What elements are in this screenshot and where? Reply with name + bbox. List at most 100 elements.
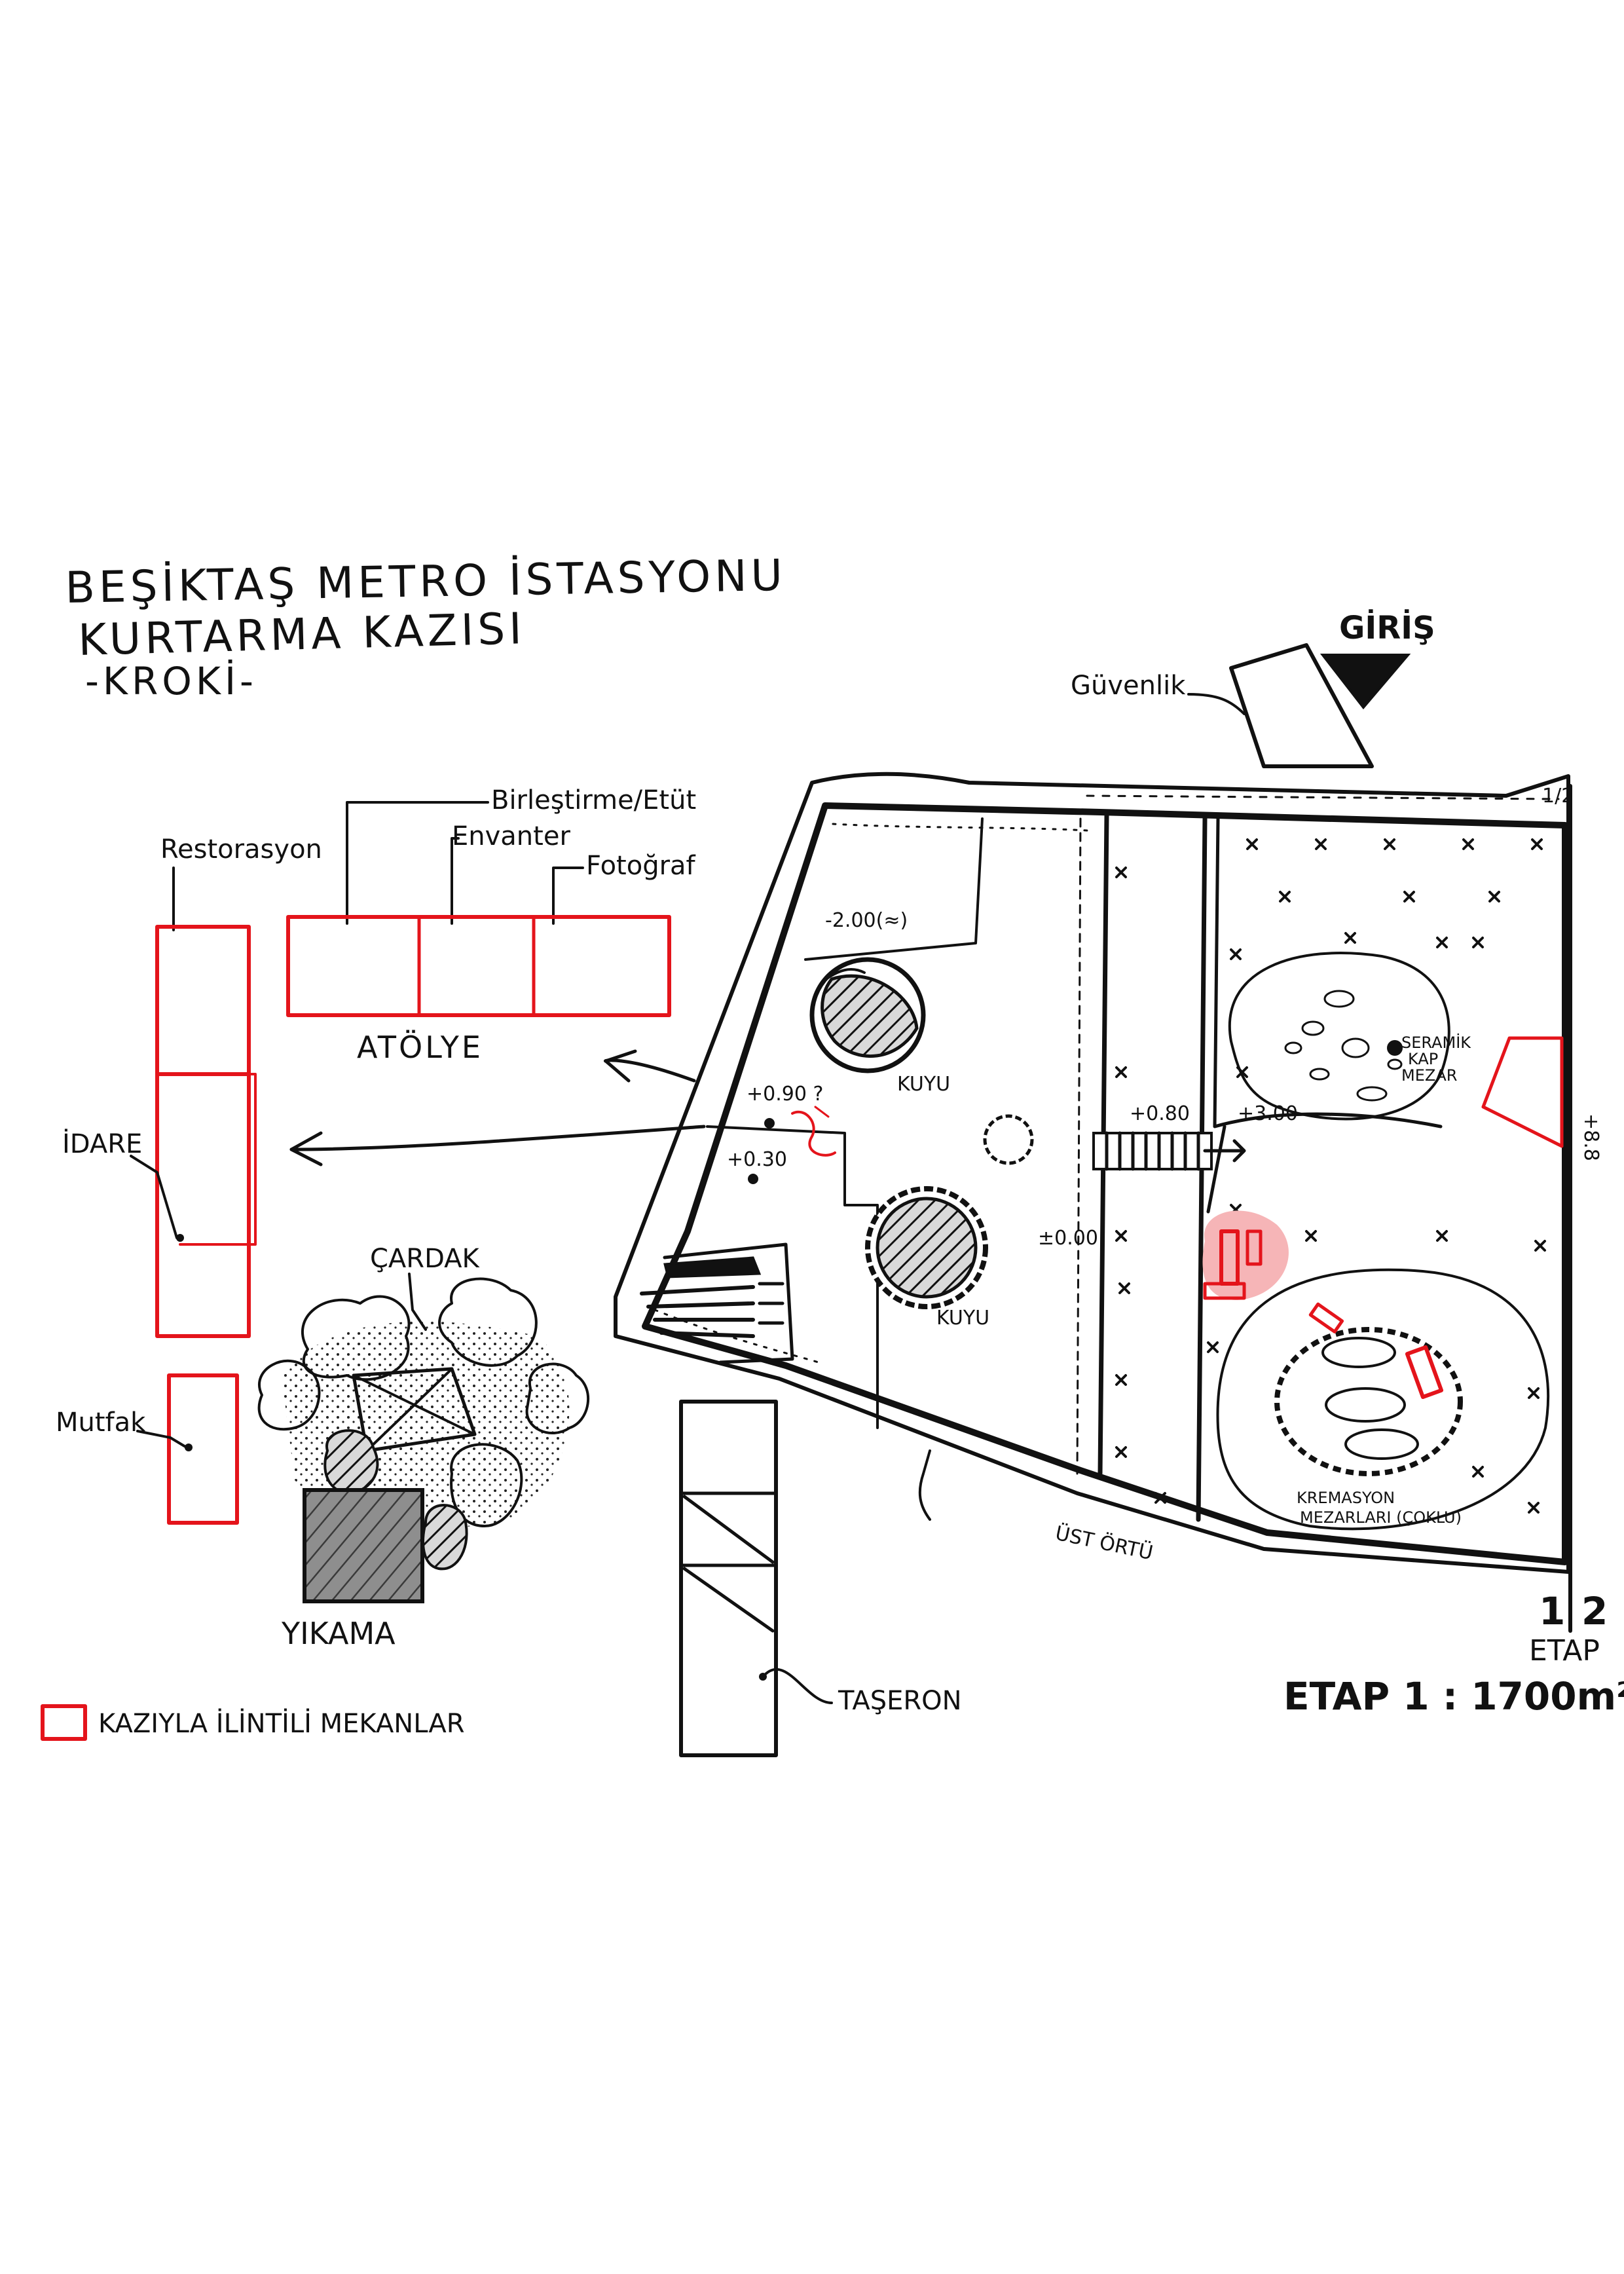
mezarlari-label: MEZARLARI (ÇOKLU) <box>1300 1508 1462 1527</box>
level-plus-880: +8.8 <box>1579 1113 1602 1161</box>
restorasyon-building <box>155 925 251 1076</box>
idare-leader <box>130 1155 178 1239</box>
entrance-arrow-icon <box>1320 654 1411 710</box>
arrow-to-idare-head-icon <box>289 1131 323 1166</box>
kremasyon-ring <box>1274 1327 1463 1476</box>
legend-label: KAZIYLA İLİNTİLİ MEKANLAR <box>98 1707 465 1739</box>
legend: KAZIYLA İLİNTİLİ MEKANLAR <box>41 1704 465 1741</box>
taseron-building <box>679 1400 778 1757</box>
entrance-area: GİRİŞ Güvenlik <box>1071 609 1435 768</box>
mezar-label: MEZAR <box>1401 1066 1457 1085</box>
red-right-grave <box>1481 1036 1564 1148</box>
well-top <box>809 957 926 1073</box>
idare-label: İDARE <box>62 1128 142 1159</box>
arrow-to-atolye-head-icon <box>604 1049 637 1083</box>
level-plus-300: +3.00 <box>1238 1102 1298 1125</box>
site-scallop-top <box>832 823 1088 832</box>
arrow-to-idare <box>289 1125 706 1151</box>
mutfak-leader <box>136 1430 188 1449</box>
envanter-label: Envanter <box>452 821 570 851</box>
yikama-label: YIKAMA <box>281 1616 396 1651</box>
idare-building <box>155 1072 251 1338</box>
red-grave-4 <box>1308 1302 1344 1333</box>
idare-marker <box>176 1234 184 1242</box>
stage-1-label: 1 <box>1539 1589 1565 1633</box>
tree-1-icon <box>301 1295 411 1381</box>
level-000: ±0.00 <box>1038 1227 1098 1250</box>
small-well <box>983 1114 1034 1165</box>
site-outer-wall <box>614 772 1570 1574</box>
kuyu-top-label: KUYU <box>897 1073 950 1096</box>
entrance-label: GİRİŞ <box>1339 609 1435 646</box>
birlestirme-leader <box>346 801 489 925</box>
fotograf-leader <box>552 867 584 925</box>
seramik-point <box>1387 1040 1403 1056</box>
etap-area-label: ETAP 1 : 1700m² <box>1283 1674 1624 1719</box>
admin-column: İDARE Mutfak <box>56 925 257 1525</box>
kap-label: KAP <box>1408 1050 1438 1068</box>
lower-left-stair <box>640 1242 794 1364</box>
upper-right-zone <box>1213 817 1443 1128</box>
yikama-hatched-tree <box>422 1504 468 1571</box>
red-grave-2 <box>1246 1229 1263 1266</box>
cardak-label: ÇARDAK <box>370 1244 481 1274</box>
red-grave-5 <box>1405 1345 1444 1400</box>
red-find-mark-2 <box>814 1106 830 1118</box>
seramik-stones <box>1284 990 1403 1102</box>
corridor-stair <box>1092 1131 1246 1171</box>
site-dotted-top <box>1086 794 1560 800</box>
etap-label: ETAP <box>1529 1634 1600 1668</box>
red-find-mark <box>791 1110 836 1157</box>
taseron-leader <box>762 1668 833 1704</box>
birlestirme-label: Birleştirme/Etüt <box>491 785 696 815</box>
title-line-3: -KROKİ- <box>85 659 257 703</box>
tree-4-icon <box>257 1359 321 1431</box>
idare-outline-extra <box>179 1073 257 1246</box>
cardak-roof-lines <box>352 1368 476 1452</box>
taseron-stair-lines <box>682 1495 775 1633</box>
mutfak-marker <box>185 1444 193 1451</box>
seramik-zone <box>1228 952 1450 1121</box>
level-plus-030: +0.30 <box>727 1148 787 1171</box>
level-minus-2: -2.00(≈) <box>825 909 908 932</box>
fotograf-label: Fotoğraf <box>586 851 696 881</box>
tree-3-icon <box>525 1362 589 1435</box>
restorasyon-label: Restorasyon <box>160 834 322 865</box>
cardak-leader <box>408 1273 427 1331</box>
cardak-hatched-tree <box>323 1429 379 1495</box>
security-booth <box>1229 643 1374 768</box>
title-line-2: KURTARMA KAZISI <box>77 603 526 665</box>
taseron-area: TAŞERON <box>679 1400 962 1757</box>
kremasyon-label: KREMASYON <box>1297 1489 1395 1507</box>
zone-minus2-boundary <box>804 817 984 961</box>
upper-right-step <box>1206 1125 1227 1214</box>
mutfak-building <box>167 1373 239 1525</box>
mutfak-label: Mutfak <box>56 1407 146 1438</box>
security-label: Güvenlik <box>1071 671 1186 701</box>
site-scallop-bottom <box>654 1309 820 1364</box>
kremasyon-stones <box>1321 1337 1419 1460</box>
taseron-label: TAŞERON <box>838 1686 962 1716</box>
envanter-leader <box>451 837 460 925</box>
site-inner-wall <box>642 802 1568 1565</box>
kuyu-bottom-label: KUYU <box>936 1307 989 1330</box>
x-markers <box>1115 838 1546 1514</box>
title-line-1: BEŞİKTAŞ METRO İSTASYONU <box>65 550 787 613</box>
tree-2-icon <box>438 1277 538 1367</box>
level-plus-080: +0.80 <box>1130 1102 1190 1125</box>
legend-swatch <box>41 1704 87 1741</box>
well-bottom <box>865 1186 988 1309</box>
garden-area: ÇARDAK YIKAMA <box>257 1244 589 1651</box>
stage-2-label: 2 <box>1581 1589 1608 1633</box>
ust-ortu-label: ÜST ÖRTÜ <box>1053 1521 1155 1565</box>
kremasyon-zone <box>1216 1268 1550 1531</box>
dotted-zone-line <box>1076 817 1082 1475</box>
seramik-label: SERAMİK <box>1401 1033 1471 1052</box>
title-block: BEŞİKTAŞ METRO İSTASYONU KURTARMA KAZISI… <box>65 550 787 703</box>
atolye-building <box>286 915 671 1017</box>
excavation-site: KUYU KUYU -2.00(≈) +0.90 ? +0.30 ±0.00 +… <box>614 772 1608 1668</box>
security-leader <box>1187 693 1246 715</box>
yikama-building <box>303 1488 424 1603</box>
level-plus-090: +0.90 ? <box>747 1083 823 1106</box>
